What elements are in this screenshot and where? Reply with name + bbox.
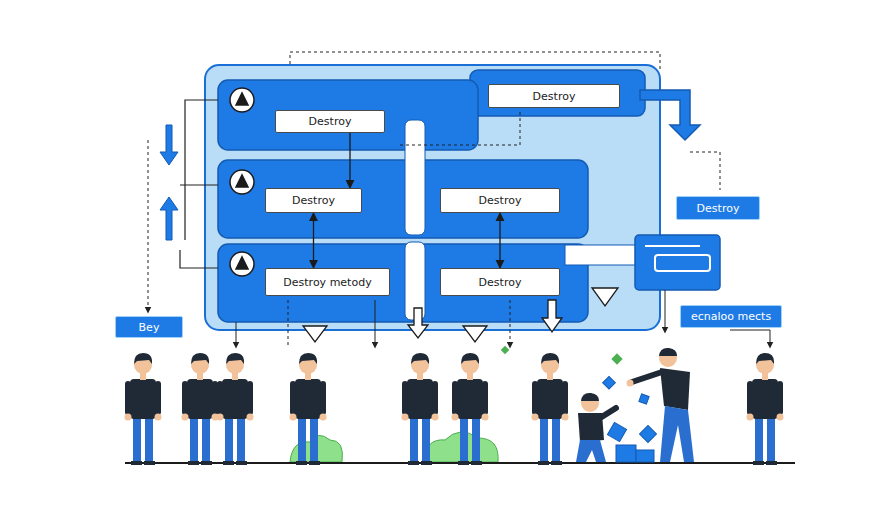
connector-arrow <box>313 213 314 268</box>
box-label: ecnaloo mects <box>691 310 771 323</box>
connector-arrow <box>349 133 350 188</box>
blue-label-box: Destroy <box>676 196 760 220</box>
blue-label-box: ecnaloo mects <box>680 305 782 328</box>
box-label: Destroy metody <box>283 276 371 289</box>
process-box: Destroy metody <box>265 268 390 296</box>
blue-label-box: Bey <box>115 316 183 338</box>
box-label: Destroy <box>309 115 352 128</box>
box-label: Destroy <box>479 194 522 207</box>
process-box: Destroy <box>440 268 560 296</box>
process-box: Destroy <box>275 110 385 133</box>
process-box: Destroy <box>488 84 620 108</box>
process-box: Destroy <box>265 188 362 213</box>
process-box: Destroy <box>440 188 560 213</box>
box-label: Destroy <box>292 194 335 207</box>
box-label: Destroy <box>479 276 522 289</box>
connector-arrow <box>499 213 500 268</box>
box-label: Destroy <box>533 90 576 103</box>
box-label: Bey <box>139 321 160 334</box>
box-label: Destroy <box>697 202 740 215</box>
